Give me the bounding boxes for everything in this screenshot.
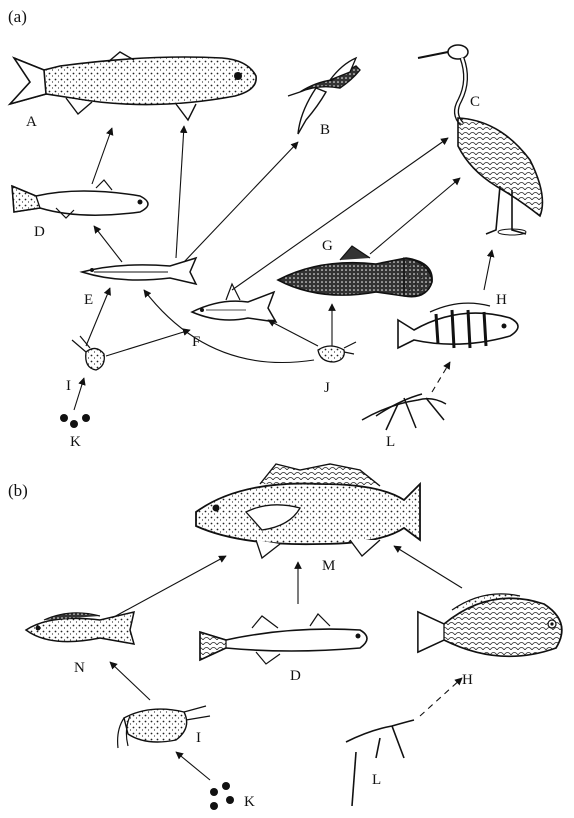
organism-d-fish-b [200,614,367,664]
organism-a-large-fish [10,52,256,120]
label-i-a: I [66,378,71,394]
label-n: N [74,660,85,676]
organism-h-sunfish-b [418,594,562,656]
organism-k-phytoplankton-b [210,782,234,810]
label-l-a: L [386,434,395,450]
arrow-i-to-n [110,662,150,700]
label-a: A [26,114,37,130]
organism-d-fish-a [12,180,148,218]
arrow-h-to-m [394,546,462,588]
arrow-i-to-f [106,330,190,356]
organism-l-plant-a [362,394,446,430]
label-d-a: D [34,224,45,240]
organism-j-invertebrate [318,342,356,362]
organism-h-banded-fish-a [398,303,518,348]
arrow-d-to-a [92,128,112,184]
label-j: J [324,380,330,396]
organism-e-minnow [82,258,196,284]
arrow-h-to-c [484,250,492,290]
label-e: E [84,292,93,308]
label-d-b: D [290,668,301,684]
label-b: B [320,122,330,138]
label-g: G [322,238,333,254]
arrow-n-to-m [112,556,226,618]
arrows-panel-b [110,546,462,780]
label-h-a: H [496,292,507,308]
arrow-l-to-h-a [432,362,450,392]
panel-b-label: (b) [8,481,28,500]
arrow-j-to-f [268,320,318,346]
panel-a-label: (a) [8,7,27,26]
organism-c-heron [418,45,542,235]
label-c: C [470,94,480,110]
label-k-a: K [70,434,81,450]
arrow-l-to-h-b [420,678,462,716]
arrow-k-to-i-b [176,752,210,780]
organism-n-small-fish [26,612,134,644]
arrow-g-to-c [370,178,460,254]
label-l-b: L [372,772,381,788]
organism-g-dark-fish [278,246,432,297]
organism-m-large-bass [196,464,420,558]
arrow-e-to-a [176,126,184,258]
label-i-b: I [196,730,201,746]
arrow-k-to-i-a [74,378,84,410]
organism-k-phytoplankton-a [60,414,90,428]
arrow-e-to-d [94,226,122,262]
arrow-e-to-b [184,142,298,262]
organism-l-plant-b [346,720,414,806]
label-h-b: H [462,672,473,688]
label-m: M [322,558,335,574]
organism-f-small-fish [192,284,276,322]
label-k-b: K [244,794,255,810]
